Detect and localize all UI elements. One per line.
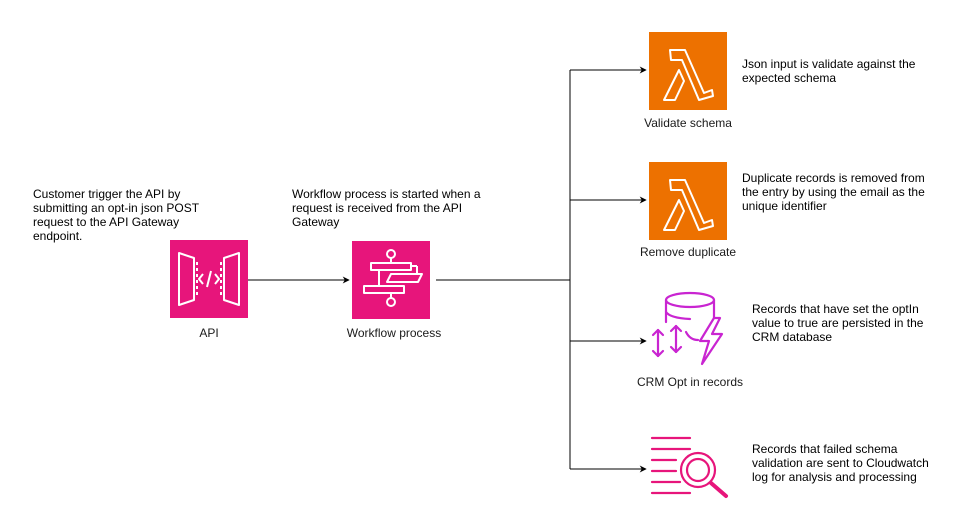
annotation-line: request to the API Gateway — [33, 215, 180, 229]
annotation-line: the entry by using the email as the — [742, 185, 925, 199]
step-functions-icon[interactable] — [352, 241, 430, 319]
crm-annotation: Records that have set the optIn value to… — [752, 302, 923, 344]
annotation-line: Records that have set the optIn — [752, 302, 919, 316]
annotation-line: Customer trigger the API by — [33, 187, 181, 201]
annotation-line: validation are sent to Cloudwatch — [752, 456, 929, 470]
annotation-line: Json input is validate against the — [742, 57, 916, 71]
crm-records-label: CRM Opt in records — [636, 375, 744, 389]
annotation-line: Records that failed schema — [752, 442, 898, 456]
annotation-line: submitting an opt-in json POST — [33, 201, 200, 215]
remove-duplicate-label: Remove duplicate — [639, 245, 737, 259]
dynamodb-icon[interactable] — [651, 291, 724, 366]
cloudwatch-logs-icon[interactable] — [650, 436, 728, 498]
lambda-icon[interactable] — [649, 162, 727, 240]
annotation-line: Gateway — [292, 215, 340, 229]
annotation-line: value to true are persisted in the — [752, 316, 924, 330]
annotation-line: expected schema — [742, 71, 837, 85]
annotation-line: log for analysis and processing — [752, 470, 917, 484]
annotation-line: CRM database — [752, 330, 833, 344]
validate-schema-label: Validate schema — [644, 116, 732, 130]
connectors — [248, 66, 647, 473]
annotation-line: endpoint. — [33, 229, 83, 243]
workflow-annotation: Workflow process is started when a reque… — [292, 187, 481, 229]
lambda-icon[interactable] — [649, 32, 727, 110]
workflow-label: Workflow process — [346, 326, 442, 340]
annotation-line: request is received from the API — [292, 201, 463, 215]
api-gateway-icon[interactable] — [170, 240, 248, 318]
validate-annotation: Json input is validate against the expec… — [742, 57, 915, 85]
annotation-line: unique identifier — [742, 199, 827, 213]
api-annotation: Customer trigger the API by submitting a… — [33, 187, 199, 243]
api-label: API — [199, 326, 219, 340]
annotation-line: Duplicate records is removed from — [742, 171, 925, 185]
logs-annotation: Records that failed schema validation ar… — [752, 442, 929, 484]
annotation-line: Workflow process is started when a — [292, 187, 481, 201]
dedupe-annotation: Duplicate records is removed from the en… — [742, 171, 925, 213]
